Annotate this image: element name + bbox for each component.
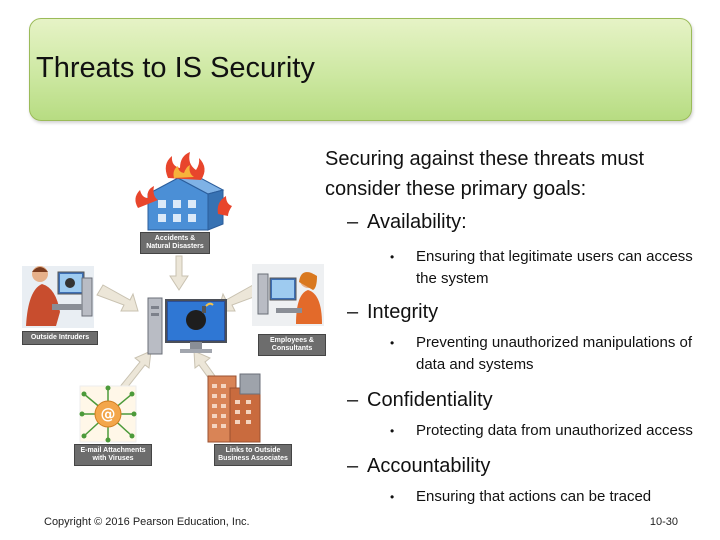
threat-diagram: @ Accidents & Natural Disasters Outside …: [18, 148, 328, 470]
goal-integrity: –Integrity: [347, 298, 710, 326]
burning-building-icon: [135, 152, 232, 231]
computer-icon: [147, 297, 227, 355]
page-number: 10-30: [649, 516, 678, 528]
svg-text:@: @: [101, 405, 116, 423]
goal-confidentiality: –Confidentiality: [347, 386, 710, 414]
label-accidents: Accidents & Natural Disasters: [140, 232, 210, 254]
label-accidents-line1: Accidents &: [154, 235, 196, 242]
bullet: •: [390, 490, 395, 504]
goal-availability-label: Availability:: [367, 211, 467, 233]
goal-dash: –: [347, 389, 359, 411]
threat-diagram-graphic: @: [22, 152, 324, 443]
copyright: Copyright © 2016 Pearson Education, Inc.: [44, 516, 250, 528]
bullet: •: [390, 250, 395, 264]
lead-line-2: consider these primary goals:: [325, 178, 587, 200]
goal-accountability-label: Accountability: [367, 455, 491, 477]
label-email-line2: with Viruses: [92, 455, 134, 462]
label-email-line1: E-mail Attachments: [80, 447, 146, 454]
slide-title: Threats to IS Security: [36, 52, 315, 84]
goal-accountability-detail: • Ensuring that actions can be traced: [390, 486, 710, 508]
goal-availability: –Availability:: [347, 208, 710, 236]
goal-confidentiality-label: Confidentiality: [367, 389, 493, 411]
goal-dash: –: [347, 211, 359, 233]
goal-confidentiality-text: Protecting data from unauthorized access: [416, 422, 693, 439]
goal-integrity-detail: • Preventing unauthorized manipulations o…: [390, 332, 710, 376]
goal-availability-detail: • Ensuring that legitimate users can acce…: [390, 246, 710, 290]
goal-accountability-text: Ensuring that actions can be traced: [416, 488, 652, 505]
label-employees-line2: Consultants: [271, 345, 313, 352]
email-virus-icon: @: [79, 385, 137, 443]
label-business-links: Links to Outside Business Associates: [214, 444, 292, 466]
lead-line-1: Securing against these threats must: [325, 148, 645, 170]
label-employees: Employees & Consultants: [258, 334, 326, 356]
outside-intruder-icon: [22, 266, 94, 328]
arrow-left: [96, 284, 139, 312]
goal-dash: –: [347, 455, 359, 477]
label-links-line1: Links to Outside: [225, 447, 281, 454]
goal-integrity-label: Integrity: [367, 301, 439, 323]
label-outside-intruders: Outside Intruders: [22, 331, 98, 345]
label-outside-intruders-line1: Outside Intruders: [30, 334, 90, 341]
label-links-line2: Business Associates: [218, 455, 288, 462]
title-box: Threats to IS Security: [29, 18, 692, 121]
slide-content: Securing against these threats must cons…: [325, 144, 710, 508]
arrow-top: [169, 255, 189, 291]
label-accidents-line2: Natural Disasters: [146, 243, 204, 250]
bullet: •: [390, 424, 395, 438]
goal-accountability: –Accountability: [347, 452, 710, 480]
label-email-attachments: E-mail Attachments with Viruses: [74, 444, 152, 466]
office-buildings-icon: [207, 373, 261, 443]
goal-availability-text: Ensuring that legitimate users can acces…: [416, 248, 693, 287]
goal-confidentiality-detail: • Protecting data from unauthorized acces…: [390, 420, 710, 442]
employee-icon: [252, 264, 324, 326]
bullet: •: [390, 336, 395, 350]
goal-dash: –: [347, 301, 359, 323]
goal-integrity-text: Preventing unauthorized manipulations of…: [416, 334, 693, 373]
label-employees-line1: Employees &: [270, 337, 314, 344]
